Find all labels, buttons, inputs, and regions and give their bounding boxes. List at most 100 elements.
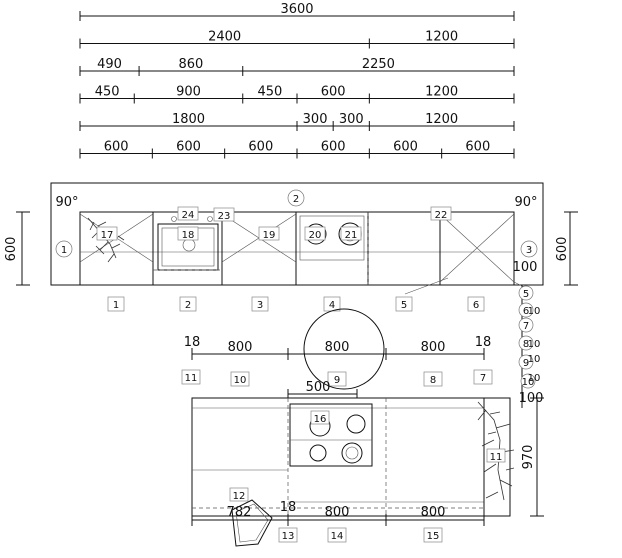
svg-text:23: 23 [218,211,231,222]
side-marker-7: 7 [518,317,534,333]
dimension-value: 2400 [208,30,241,45]
cabinet-3: 3 [251,296,269,312]
island-bottom-dim: 800 [325,505,350,520]
svg-text:13: 13 [282,531,295,542]
part-20: 20 [304,226,326,241]
svg-text:10: 10 [234,375,247,386]
svg-text:2: 2 [293,194,299,205]
island-dim: 800 [421,340,446,355]
cabinet-2: 2 [179,296,197,312]
leader-line [404,277,449,295]
dimension-value: 2250 [362,57,395,72]
part-21: 21 [340,226,362,241]
svg-text:21: 21 [345,230,358,241]
island-bottom-dim: 18 [280,500,297,515]
angle-right: 90° [514,195,537,210]
dimension-value: 450 [257,85,282,100]
dimension-value: 860 [178,57,203,72]
svg-text:16: 16 [314,414,327,425]
island-label-11: 11 [181,369,201,385]
plant-icon [477,401,515,501]
island-label-14: 14 [327,527,347,543]
dimension-value: 600 [393,140,418,155]
dimension-value: 1200 [425,30,458,45]
dimension-value: 600 [321,85,346,100]
hob-burner [346,414,366,434]
hob-burner [309,444,327,462]
island-hob [289,403,373,467]
cabinet-cross [439,213,515,283]
svg-text:1: 1 [61,245,67,256]
depth-right: 100 [513,260,538,275]
svg-text:11: 11 [185,373,198,384]
part-18: 18 [177,226,199,241]
island-label-15: 15 [423,527,443,543]
dimension-value: 1800 [172,112,205,127]
tap-hole [207,216,213,222]
height-left: 600 [4,237,19,262]
svg-text:20: 20 [309,230,322,241]
island-side-dim: 100 [519,391,544,406]
dimension-value: 300 [303,112,328,127]
svg-text:11: 11 [490,452,503,463]
svg-text:8: 8 [523,339,529,350]
svg-text:3: 3 [526,245,532,256]
island-dim: 18 [184,335,201,350]
marker-wall-2: 2 [287,189,305,207]
svg-text:17: 17 [101,230,114,241]
wall-elevation: 90° 90° 600 600 100 1 2 3 17 18 19 20 21… [4,182,578,408]
height-right: 600 [555,237,570,262]
hob-burner [341,442,363,464]
svg-text:10: 10 [522,377,535,388]
side-value: 10 [528,339,541,350]
part-24: 24 [177,206,199,221]
dimension-value: 450 [95,85,120,100]
island-dim: 800 [325,340,350,355]
part-17: 17 [96,226,118,241]
island-dim: 800 [228,340,253,355]
side-value: 10 [528,354,541,365]
island-bottom-dim: 800 [421,505,446,520]
part-16: 16 [310,410,330,425]
svg-text:6: 6 [523,306,529,317]
hob-width: 500 [306,380,331,395]
svg-text:19: 19 [263,230,276,241]
chair-icon [231,499,273,547]
svg-text:24: 24 [182,210,195,221]
svg-text:5: 5 [401,300,407,311]
svg-text:15: 15 [427,531,440,542]
island-body [191,397,485,517]
dimension-value: 1200 [425,112,458,127]
svg-text:1: 1 [113,300,119,311]
dimension-value: 300 [339,112,364,127]
island-label-13: 13 [278,527,298,543]
island-label-10: 10 [230,371,250,387]
svg-text:22: 22 [435,210,448,221]
island-label-9: 9 [327,371,347,387]
hob-outline [299,215,365,261]
svg-text:6: 6 [473,300,479,311]
svg-text:14: 14 [331,531,344,542]
island-dim: 18 [475,335,492,350]
island-bottom-dim: 782 [227,505,252,520]
island-label-8: 8 [423,371,443,387]
cabinet-6: 6 [467,296,485,312]
svg-text:4: 4 [329,300,335,311]
side-marker-5: 5 [518,285,534,301]
tap-hole [171,216,177,222]
part-12: 12 [229,487,249,502]
svg-text:7: 7 [480,373,486,384]
hob-burner-inner [345,446,359,460]
part-19: 19 [258,226,280,241]
svg-text:5: 5 [523,289,529,300]
dimension-value: 900 [176,85,201,100]
side-marker-9: 9 [518,354,534,370]
cabinet-5: 5 [395,296,413,312]
svg-text:8: 8 [430,375,436,386]
part-11: 11 [486,448,506,463]
marker-wall-3: 3 [520,240,538,258]
island-height: 970 [521,445,536,470]
side-marker-8: 8 [518,335,534,351]
part-23: 23 [213,207,235,222]
svg-text:9: 9 [523,358,529,369]
